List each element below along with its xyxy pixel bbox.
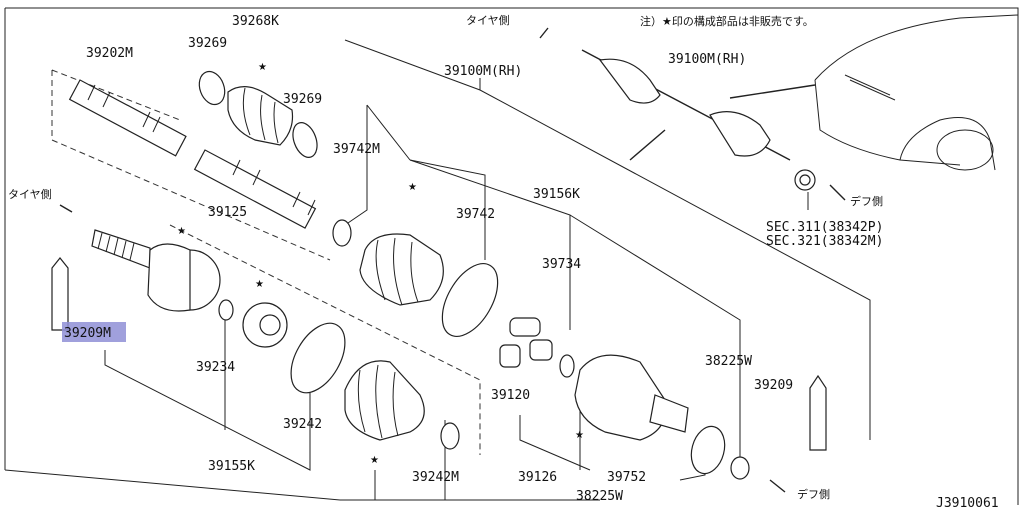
label-39202M: 39202M: [86, 46, 133, 61]
bracket-39155K: [104, 310, 311, 471]
boot-band-39242[interactable]: [280, 314, 356, 402]
arrow-to-shaft: [729, 84, 816, 99]
arrow-diff-bottom: [769, 479, 786, 493]
label-39734: 39734: [542, 257, 581, 272]
label-39209-right: 39209: [754, 378, 793, 393]
arrow-out-small: [539, 27, 549, 39]
star-39268K: ★: [258, 62, 267, 73]
label-39752: 39752: [607, 470, 646, 485]
inner-boot[interactable]: [359, 233, 444, 306]
drive-shaft[interactable]: [68, 79, 317, 229]
label-39242: 39242: [283, 417, 322, 432]
star-39742M: ★: [408, 182, 417, 193]
label-39155K: 39155K: [208, 459, 255, 474]
boot-band-39742[interactable]: [431, 254, 509, 345]
arrow-diff-top: [829, 184, 846, 201]
small-ring[interactable]: [730, 456, 750, 480]
boot-band-39242M[interactable]: [440, 422, 460, 450]
grease-tube-right[interactable]: [809, 374, 827, 451]
assembled-shaft-view: [581, 49, 816, 191]
bracket-39156K: [409, 159, 741, 470]
label-diff-side-bottom: デフ側: [797, 487, 830, 501]
star-inner-race: ★: [255, 279, 264, 290]
non-sale-note: 注）★印の構成部品は非販売です。: [640, 14, 814, 28]
label-39125: 39125: [208, 205, 247, 220]
boot-39268K[interactable]: [227, 86, 294, 146]
label-tire-side-left: タイヤ側: [8, 188, 52, 201]
boot-band-39742M[interactable]: [332, 219, 352, 247]
bracket-38225W-bottom: [340, 420, 706, 501]
inner-race-39125[interactable]: [242, 302, 288, 348]
star-outer-joint: ★: [177, 226, 186, 237]
star-inner-housing: ★: [575, 430, 584, 441]
label-39120: 39120: [491, 388, 530, 403]
arrow-out-top: [629, 129, 666, 161]
label-39209M: 39209M: [64, 326, 111, 341]
label-tire-side-top: タイヤ側: [466, 14, 510, 27]
label-38225W-bottom: 38225W: [576, 489, 623, 504]
circlip-39234[interactable]: [218, 299, 234, 321]
label-39742: 39742: [456, 207, 495, 222]
label-39742M: 39742M: [333, 142, 380, 157]
label-sec-321: SEC.321(38342M): [766, 234, 883, 249]
bracket-39742: [409, 159, 486, 260]
seal-39752[interactable]: [686, 423, 729, 478]
label-39269-right: 39269: [283, 92, 322, 107]
label-39234: 39234: [196, 360, 235, 375]
label-38225W-right: 38225W: [705, 354, 752, 369]
boot-outer[interactable]: [344, 360, 425, 441]
label-diff-side-top: デフ側: [850, 194, 883, 208]
frame-outline: [4, 7, 1019, 505]
dashed-shaft-group: [51, 69, 481, 455]
diagram-id: J3910061: [936, 496, 999, 510]
car-outline: [814, 14, 1019, 171]
label-39156K: 39156K: [533, 187, 580, 202]
boot-band-right[interactable]: [289, 119, 322, 160]
label-39100M-rh: 39100M(RH): [444, 64, 522, 79]
highlight-39209M: [62, 322, 126, 342]
label-sec-311: SEC.311(38342P): [766, 220, 883, 235]
tripod-joint[interactable]: [499, 317, 553, 368]
arrow-tire-left: [59, 204, 73, 213]
label-39268K: 39268K: [232, 14, 279, 29]
bracket-39742M: [344, 104, 411, 226]
label-39242M: 39242M: [412, 470, 459, 485]
bracket-39100M: [344, 39, 871, 440]
boot-band-upper[interactable]: [195, 68, 229, 108]
star-boot: ★: [370, 455, 379, 466]
label-39126: 39126: [518, 470, 557, 485]
label-39269-top: 39269: [188, 36, 227, 51]
outer-cv-joint[interactable]: [91, 229, 221, 312]
inner-housing[interactable]: [574, 354, 689, 441]
snap-ring-39734[interactable]: [559, 354, 575, 378]
label-39100M-rh-top: 39100M(RH): [668, 52, 746, 67]
grease-tube-left[interactable]: [51, 257, 69, 331]
